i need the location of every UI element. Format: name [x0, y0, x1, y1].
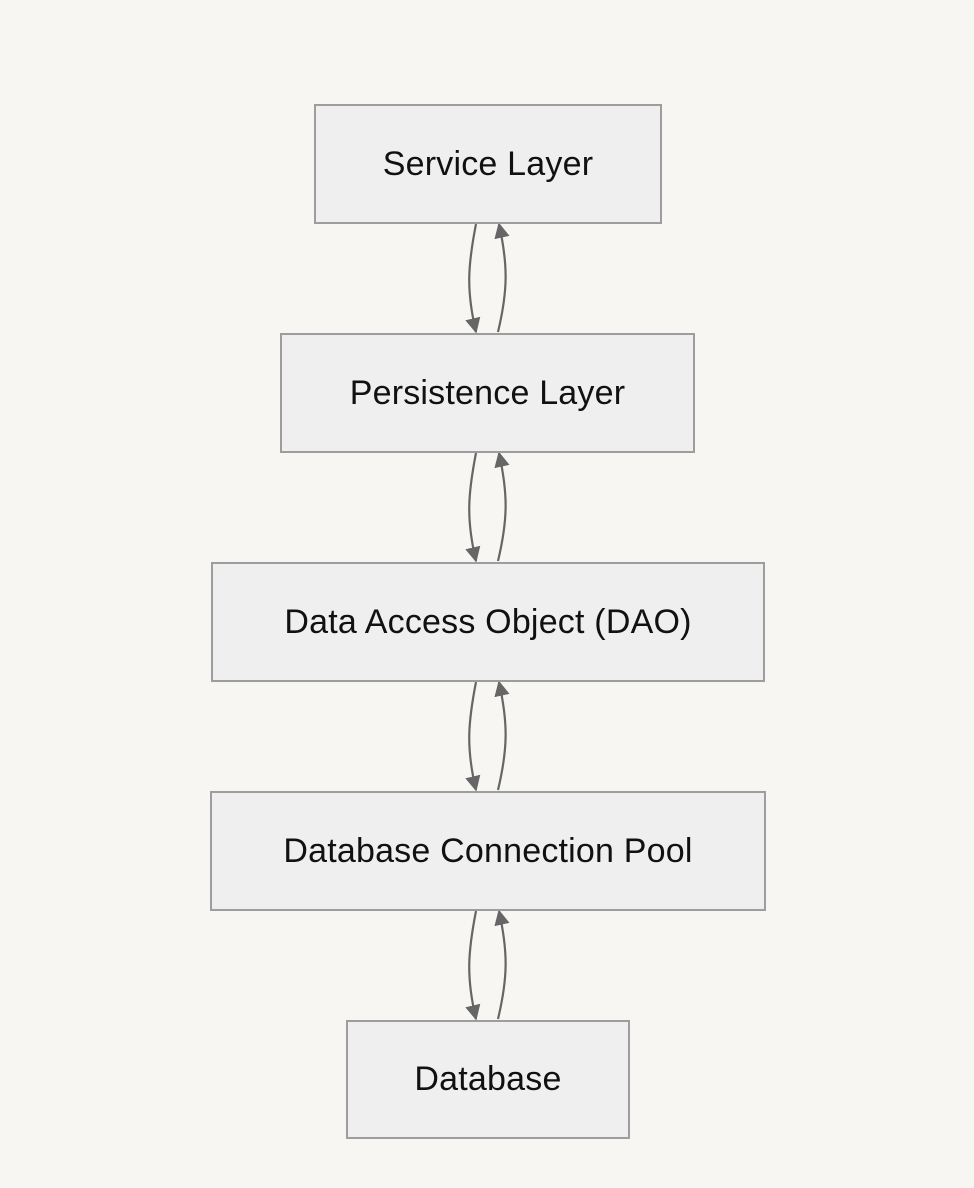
node-label: Service Layer	[382, 144, 594, 183]
edge-pool-to-dao	[494, 680, 510, 791]
edge-service-to-persistence	[465, 223, 481, 334]
edge-persistence-to-dao	[465, 452, 481, 563]
node-database[interactable]: Database	[346, 1020, 630, 1139]
node-label: Persistence Layer	[349, 373, 626, 412]
edge-dao-to-persistence	[494, 451, 510, 562]
edge-database-to-pool	[494, 909, 510, 1020]
edge-persistence-to-service	[494, 222, 510, 333]
edge-pool-to-database	[465, 910, 481, 1021]
node-label: Data Access Object (DAO)	[284, 602, 692, 641]
node-persistence-layer[interactable]: Persistence Layer	[280, 333, 695, 453]
node-connection-pool[interactable]: Database Connection Pool	[210, 791, 766, 911]
edge-dao-to-pool	[465, 681, 481, 792]
node-data-access-object[interactable]: Data Access Object (DAO)	[211, 562, 765, 682]
node-service-layer[interactable]: Service Layer	[314, 104, 662, 224]
node-label: Database	[414, 1060, 562, 1098]
node-label: Database Connection Pool	[283, 831, 693, 870]
